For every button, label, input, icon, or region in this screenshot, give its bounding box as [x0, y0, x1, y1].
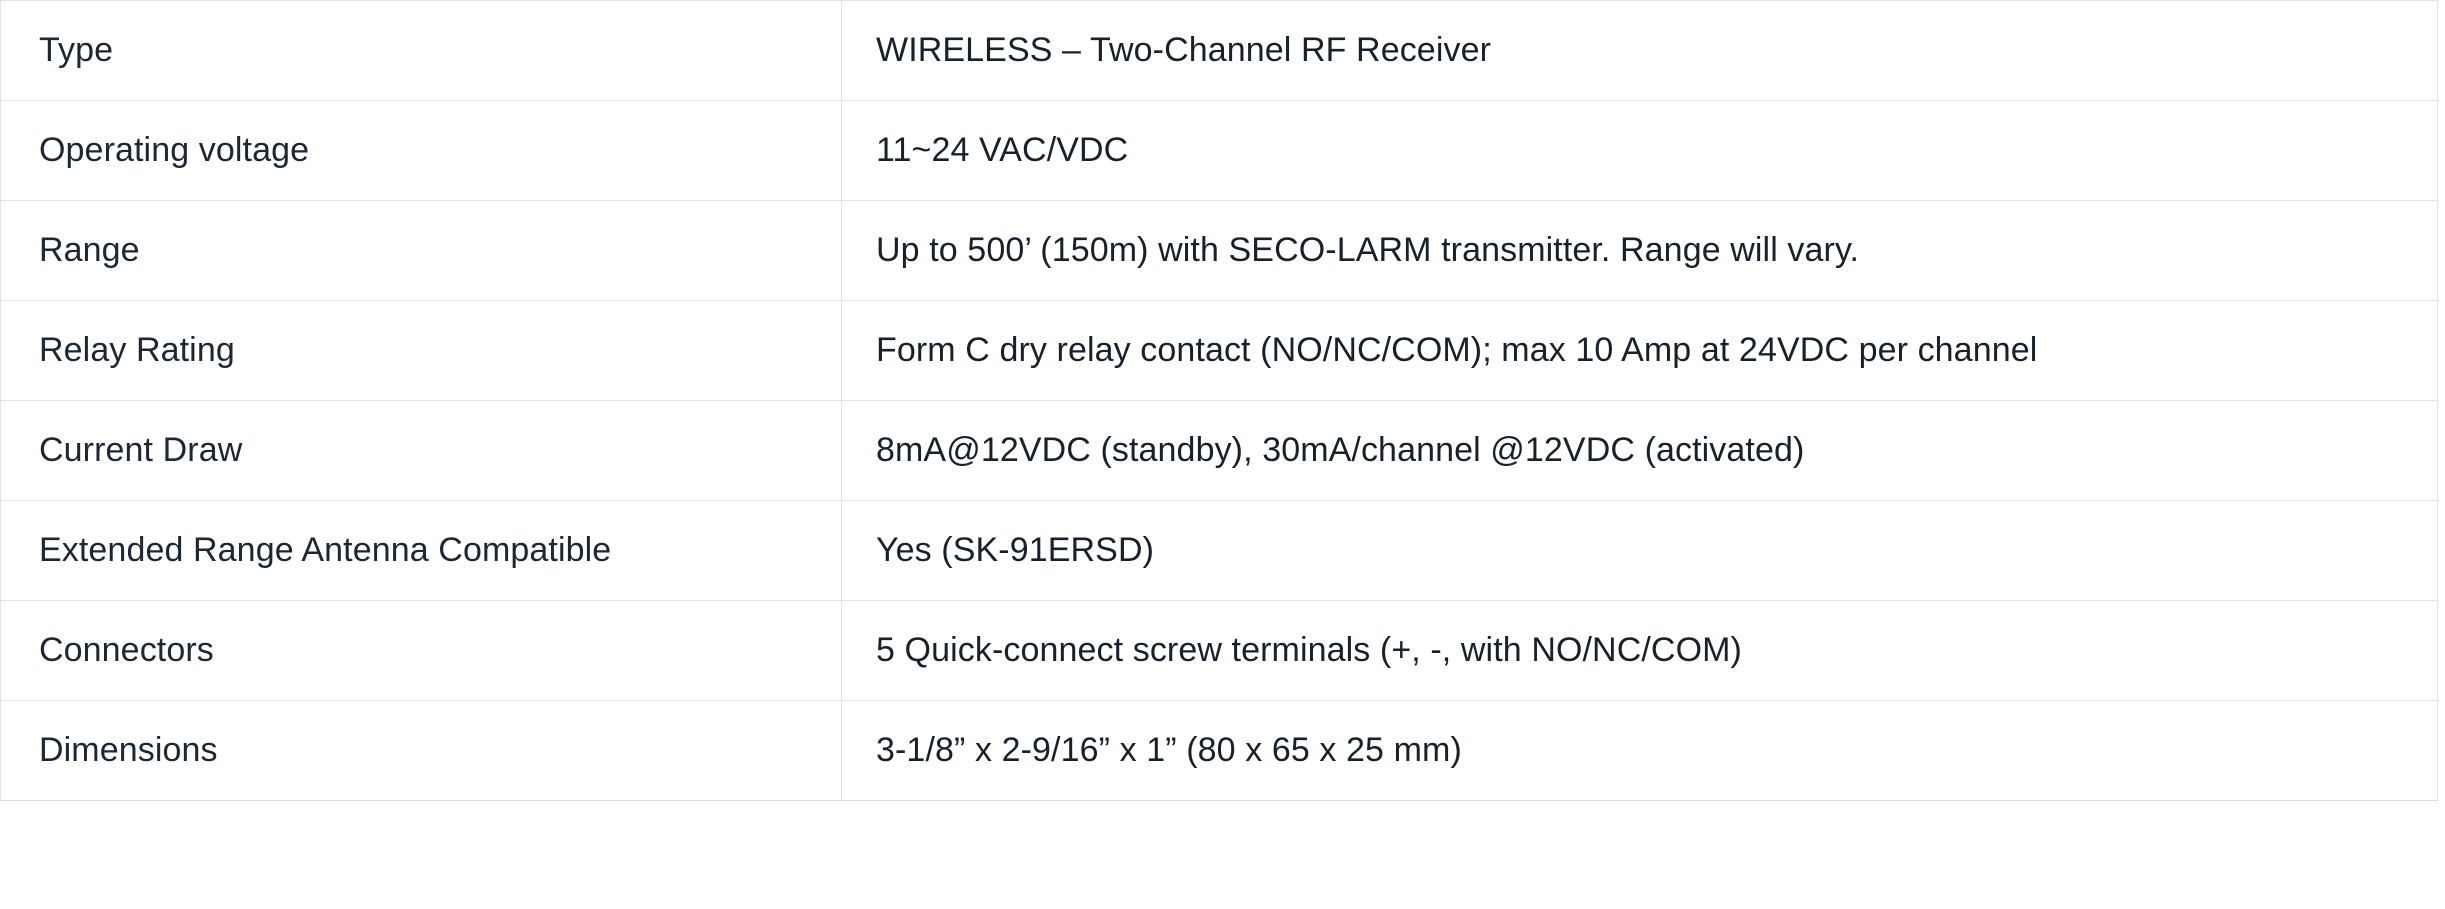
spec-value-cell: Form C dry relay contact (NO/NC/COM); ma… — [841, 300, 2438, 401]
spec-value-cell: 5 Quick-connect screw terminals (+, -, w… — [841, 600, 2438, 701]
spec-value-cell: 3-1/8” x 2-9/16” x 1” (80 x 65 x 25 mm) — [841, 700, 2438, 801]
spec-label-cell: Relay Rating — [0, 300, 842, 401]
spec-label-cell: Dimensions — [0, 700, 842, 801]
spec-label-cell: Type — [0, 0, 842, 101]
spec-value-cell: Yes (SK-91ERSD) — [841, 500, 2438, 601]
spec-value-cell: 11~24 VAC/VDC — [841, 100, 2438, 201]
spec-value-cell: 8mA@12VDC (standby), 30mA/channel @12VDC… — [841, 400, 2438, 501]
spec-value-cell: Up to 500’ (150m) with SECO-LARM transmi… — [841, 200, 2438, 301]
spec-value-cell: WIRELESS – Two-Channel RF Receiver — [841, 0, 2438, 101]
spec-label-cell: Extended Range Antenna Compatible — [0, 500, 842, 601]
spec-label-cell: Current Draw — [0, 400, 842, 501]
spec-label-cell: Connectors — [0, 600, 842, 701]
spec-label-cell: Operating voltage — [0, 100, 842, 201]
spec-label-cell: Range — [0, 200, 842, 301]
